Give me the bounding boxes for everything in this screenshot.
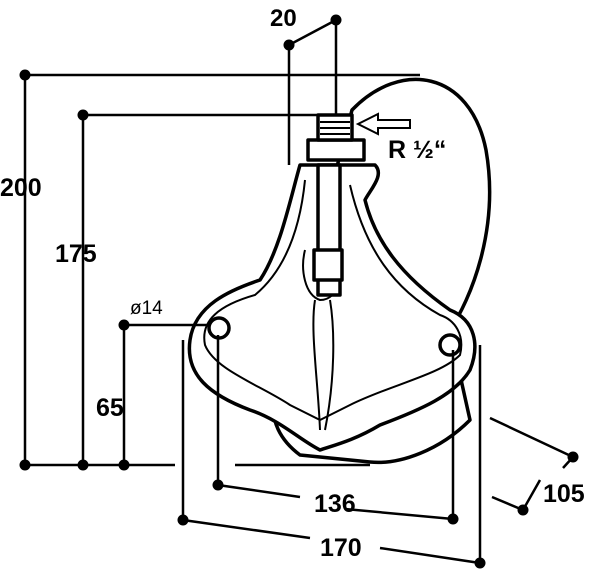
urinal-center-spine	[312, 299, 335, 431]
inlet-coupling	[312, 248, 344, 282]
dim-label-170: 170	[320, 534, 362, 562]
thread-arrow-icon	[355, 112, 411, 136]
thread-label: R ½“	[388, 136, 446, 164]
dim-label-20: 20	[270, 5, 297, 32]
dim-label-dia14: ø14	[130, 298, 163, 319]
fitting-nut	[306, 138, 366, 162]
mounting-hole-right	[438, 333, 462, 357]
dim-label-65: 65	[96, 394, 124, 422]
dim-label-105: 105	[543, 480, 585, 508]
dimension-points	[19, 14, 579, 569]
dim-label-175: 175	[55, 240, 97, 268]
thread-lines	[320, 121, 350, 135]
dim-label-136: 136	[314, 490, 356, 518]
dim-label-200: 200	[0, 174, 42, 202]
